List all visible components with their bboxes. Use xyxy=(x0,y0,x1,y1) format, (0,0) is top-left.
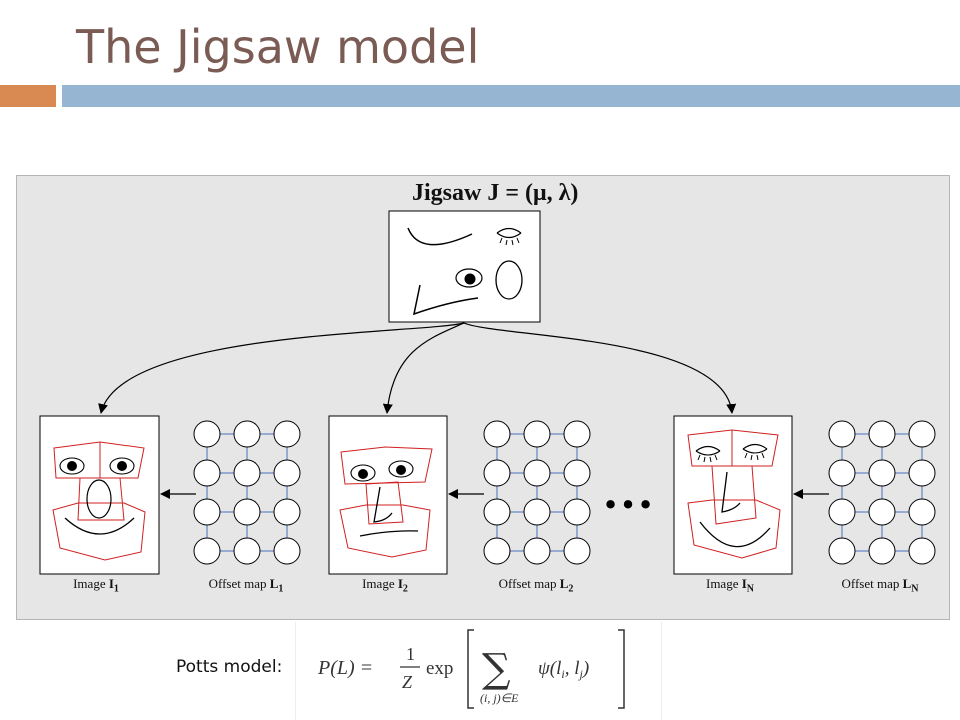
offset-map-n-grid xyxy=(828,420,936,565)
grid-node xyxy=(273,537,301,565)
formula-lhs: P(L) = xyxy=(317,657,373,679)
grid-node xyxy=(193,420,221,448)
jigsaw-label: Jigsaw J = (μ, λ) xyxy=(412,180,579,206)
arrow-jigsaw-to-image-2 xyxy=(382,322,465,414)
grid-node xyxy=(193,459,221,487)
formula-term: ψ(li, lj) xyxy=(538,658,589,681)
formula-sum-subscript: (i, j)∈E xyxy=(480,691,519,705)
grid-node xyxy=(483,420,511,448)
title-accent-bar-orange xyxy=(0,85,56,107)
image-n-right-closed-eye-icon xyxy=(742,443,768,461)
grid-node xyxy=(233,537,261,565)
grid-node xyxy=(233,420,261,448)
image-2-box xyxy=(328,415,448,575)
arrow-jigsaw-to-image-n xyxy=(463,322,737,414)
grid-node xyxy=(868,537,896,565)
jigsaw-piece-curve xyxy=(407,227,473,246)
slide-title: The Jigsaw model xyxy=(76,20,480,74)
ellipsis: … xyxy=(602,463,654,520)
grid-node xyxy=(828,498,856,526)
grid-node xyxy=(273,459,301,487)
image-n-left-closed-eye-icon xyxy=(695,445,721,463)
grid-node xyxy=(908,420,936,448)
offset-map-1-grid xyxy=(193,420,301,565)
grid-node xyxy=(563,537,591,565)
formula-numerator: 1 xyxy=(406,644,415,664)
image-2-left-eye-icon xyxy=(350,464,376,482)
offset-map-2-grid xyxy=(483,420,591,565)
jigsaw-piece-bracket xyxy=(412,284,479,316)
image-1-box xyxy=(39,415,160,575)
formula-left-bracket xyxy=(467,629,474,709)
grid-node xyxy=(483,459,511,487)
title-accent-bar-blue xyxy=(62,85,960,107)
potts-model-label: Potts model: xyxy=(176,657,283,677)
formula-denominator: Z xyxy=(402,672,413,692)
grid-node xyxy=(828,537,856,565)
grid-node xyxy=(908,498,936,526)
grid-node xyxy=(563,459,591,487)
grid-node xyxy=(523,459,551,487)
grid-node xyxy=(908,537,936,565)
formula-exp: exp xyxy=(426,658,453,679)
formula-box: P(L) = 1 Z exp ∑ (i, j)∈E ψ(li, lj) xyxy=(295,622,662,720)
grid-node xyxy=(483,537,511,565)
jigsaw-piece-nose xyxy=(495,260,523,300)
offset-map-2-caption: Offset map L2 xyxy=(498,576,574,595)
offset-map-n-caption: Offset map LN xyxy=(841,576,919,595)
jigsaw-piece-eye-icon xyxy=(455,268,483,288)
grid-node xyxy=(563,498,591,526)
offset-map-1-caption: Offset map L1 xyxy=(208,576,284,595)
grid-node xyxy=(828,459,856,487)
image-n-caption: Image IN xyxy=(705,576,755,595)
grid-node xyxy=(193,498,221,526)
grid-node xyxy=(193,537,221,565)
grid-node xyxy=(523,537,551,565)
formula-right-bracket xyxy=(618,629,625,709)
image-1-left-eye-icon xyxy=(59,457,85,475)
grid-node xyxy=(523,498,551,526)
grid-node xyxy=(273,420,301,448)
grid-node xyxy=(563,420,591,448)
jigsaw-piece-closed-eye-icon xyxy=(496,227,522,246)
grid-node xyxy=(868,459,896,487)
grid-node xyxy=(233,459,261,487)
image-1-caption: Image I1 xyxy=(73,576,119,595)
jigsaw-box xyxy=(388,210,541,323)
grid-node xyxy=(233,498,261,526)
image-2-right-eye-icon xyxy=(388,460,414,478)
grid-node xyxy=(483,498,511,526)
image-2-caption: Image I2 xyxy=(362,576,408,595)
formula-sum: ∑ xyxy=(482,646,511,692)
grid-node xyxy=(828,420,856,448)
grid-node xyxy=(868,420,896,448)
grid-node xyxy=(868,498,896,526)
image-n-box xyxy=(673,415,793,575)
arrow-jigsaw-to-image-1 xyxy=(98,322,465,414)
image-1-right-eye-icon xyxy=(109,457,135,475)
grid-node xyxy=(908,459,936,487)
grid-node xyxy=(273,498,301,526)
grid-node xyxy=(523,420,551,448)
potts-formula: P(L) = 1 Z exp ∑ (i, j)∈E ψ(li, lj) xyxy=(317,629,625,709)
